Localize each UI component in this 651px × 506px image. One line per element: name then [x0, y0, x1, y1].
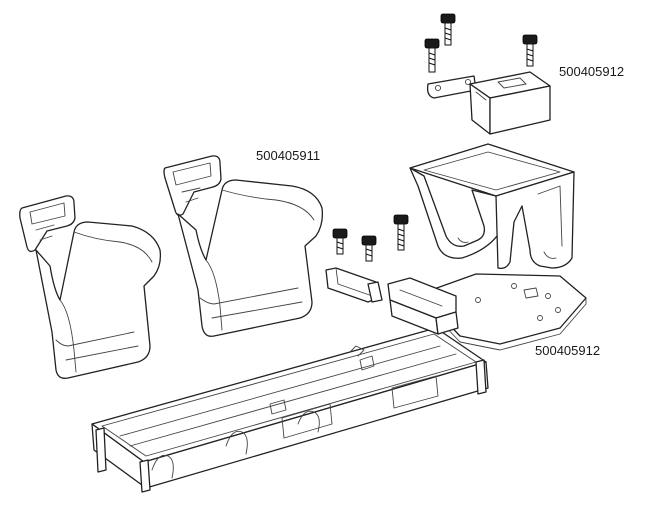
- top-bracket-cover: [426, 71, 551, 135]
- small-clip: [325, 267, 383, 303]
- screw-base-1: [332, 228, 348, 255]
- screw-base-2: [361, 235, 377, 262]
- left-strap-boot: [19, 195, 162, 379]
- screw-top-1: [440, 13, 456, 46]
- base-plate: [387, 273, 587, 351]
- part-number-label-base-plate: 500405912: [535, 343, 601, 358]
- screw-top-2: [424, 38, 440, 73]
- open-receiver-bracket: [409, 143, 575, 270]
- part-number-label-strap-boot: 500405911: [256, 148, 321, 163]
- bottom-tray: [91, 327, 489, 493]
- screw-base-3: [393, 214, 409, 251]
- screw-top-3: [522, 34, 538, 67]
- part-number-label-top-bracket: 500405912: [559, 64, 625, 79]
- middle-strap-boot: [163, 155, 324, 337]
